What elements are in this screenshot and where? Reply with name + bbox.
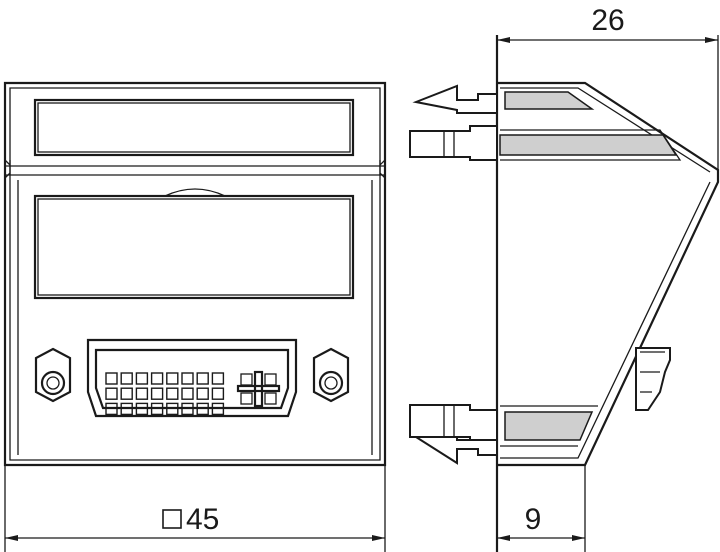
side-wedge-outline xyxy=(497,81,720,467)
dimension-width-label: 26 xyxy=(591,4,624,37)
dvi-connector xyxy=(86,338,298,418)
dvi-pin xyxy=(196,402,209,416)
dvi-pin xyxy=(120,402,133,416)
dvi-pin xyxy=(135,387,149,400)
dvi-pin xyxy=(105,372,118,385)
dvi-pin xyxy=(135,372,149,385)
dvi-pin xyxy=(105,387,118,400)
dvi-pin-grid xyxy=(105,372,225,416)
dimension-square-size-label: 45 xyxy=(186,503,219,536)
side-inner-slant-bottom xyxy=(500,181,711,459)
upper-latch xyxy=(409,84,498,161)
upper-label-window xyxy=(33,98,355,157)
side-lower-rib xyxy=(504,411,594,441)
right-hex-nut xyxy=(312,347,350,403)
left-hex-nut xyxy=(34,347,72,403)
upper-label-window-inner xyxy=(37,102,351,153)
dvi-pin xyxy=(135,402,149,416)
side-upper-rib xyxy=(504,91,595,110)
side-middle-rib-shade xyxy=(499,134,678,156)
lower-latch xyxy=(409,404,498,465)
dvi-pin xyxy=(196,387,209,400)
dvi-pin xyxy=(150,402,164,416)
dvi-pin xyxy=(150,387,164,400)
finger-notch xyxy=(164,188,226,197)
dvi-pin xyxy=(150,372,164,385)
dvi-pin xyxy=(196,372,209,385)
dvi-pin xyxy=(120,387,133,400)
dimension-depth: 9 xyxy=(497,465,586,552)
front-inner-outline xyxy=(9,87,381,461)
dvi-pin xyxy=(120,372,133,385)
lower-label-window-inner xyxy=(37,198,351,296)
dvi-pin xyxy=(166,387,179,400)
dvi-pin xyxy=(181,402,194,416)
dvi-pin xyxy=(211,372,225,385)
side-lower-rib-line xyxy=(500,405,598,447)
lower-label-window xyxy=(33,194,355,300)
dvi-pin xyxy=(166,372,179,385)
dimension-depth-label: 9 xyxy=(525,503,542,536)
side-view xyxy=(409,35,720,552)
dimension-width: 26 xyxy=(497,4,719,170)
front-view xyxy=(3,81,387,467)
dimension-square-size: 45 xyxy=(4,465,386,552)
dvi-pin xyxy=(211,402,225,416)
dvi-pin xyxy=(105,402,118,416)
square-symbol xyxy=(162,509,182,529)
dvi-pin xyxy=(181,372,194,385)
dvi-pin xyxy=(181,387,194,400)
dvi-blade-pin xyxy=(236,370,281,408)
dvi-pin xyxy=(211,387,225,400)
dvi-pin xyxy=(166,402,179,416)
side-retaining-clip xyxy=(635,347,671,411)
